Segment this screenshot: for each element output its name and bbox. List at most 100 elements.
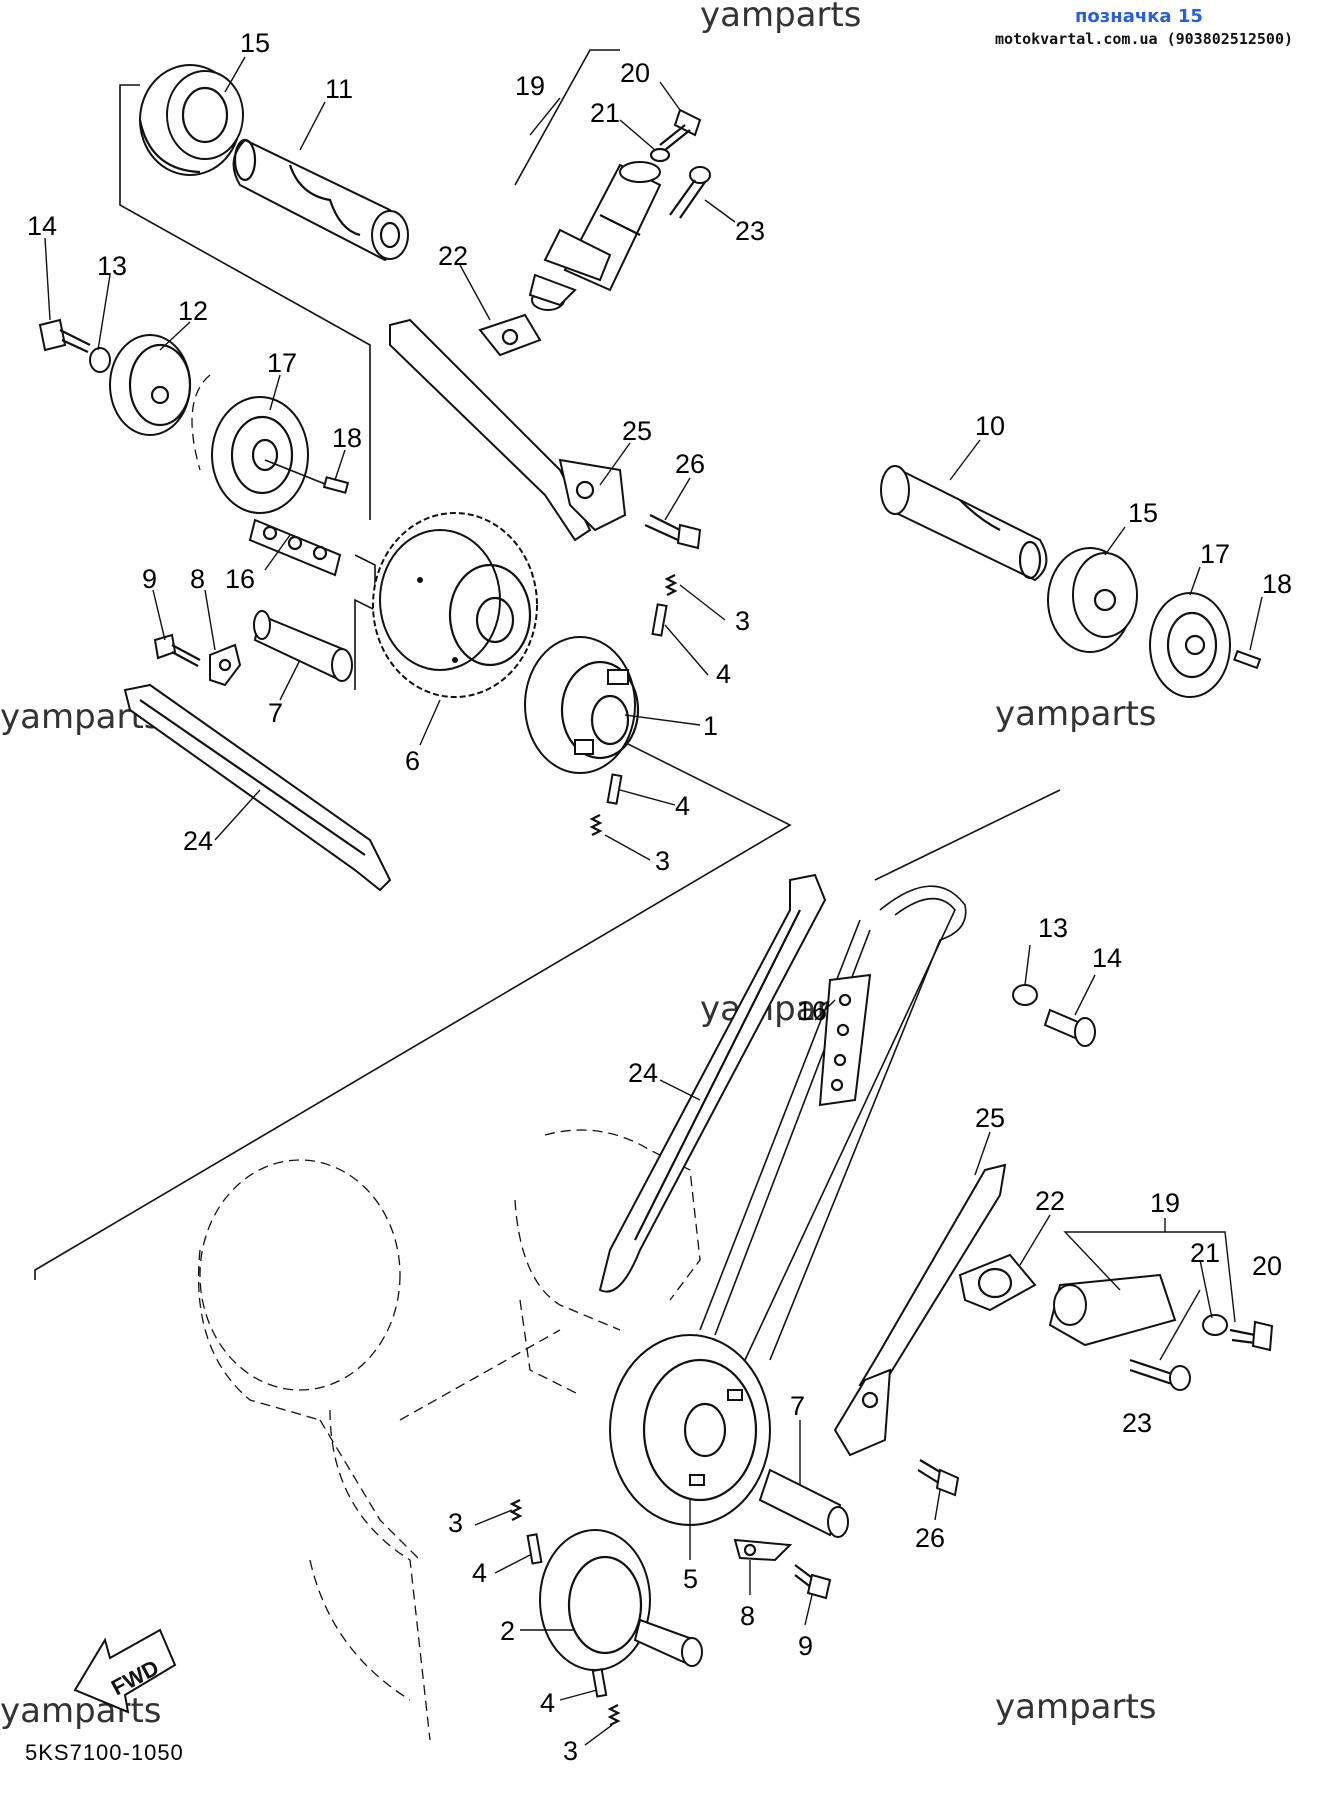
- callout-13: 13: [1038, 913, 1068, 943]
- chain-guide-part-25-top: [389, 318, 627, 542]
- leader-lines: [44, 56, 1263, 1746]
- callout-14: 14: [27, 211, 57, 241]
- spring-part-3-top: [664, 574, 678, 596]
- callout-7: 7: [268, 698, 283, 728]
- callout-16: 16: [225, 564, 255, 594]
- camshaft-part-11: [232, 138, 409, 262]
- washer-part-21-bottom: [1202, 1314, 1228, 1336]
- chain-part-16-top: [248, 518, 342, 577]
- watermark: yamparts: [995, 694, 1157, 734]
- callout-17: 17: [267, 348, 297, 378]
- pin-part-4-bottom-top: [526, 1533, 543, 1565]
- callout-4: 4: [472, 1558, 487, 1588]
- callout-4: 4: [716, 659, 731, 689]
- gear-part-6: [372, 512, 538, 698]
- callout-9: 9: [142, 564, 157, 594]
- callout-13: 13: [97, 251, 127, 281]
- washer-part-21-top: [649, 147, 671, 163]
- callout-11: 11: [325, 74, 353, 104]
- pin-part-18-right: [1233, 649, 1262, 670]
- callout-2: 2: [500, 1616, 515, 1646]
- callout-15: 15: [240, 28, 270, 58]
- callout-14: 14: [1092, 943, 1122, 973]
- gear-part-5: [609, 1334, 771, 1526]
- callout-17: 17: [1200, 539, 1230, 569]
- tensioner-part-19-top: [528, 161, 662, 311]
- chain-guide-part-25-bottom: [833, 1163, 1007, 1457]
- crankcase-outline: [197, 1129, 701, 1741]
- callout-20: 20: [620, 58, 650, 88]
- callout-3: 3: [735, 606, 750, 636]
- callout-15: 15: [1128, 498, 1158, 528]
- bolt-part-9-top: [153, 633, 201, 667]
- spring-part-3-bottom-top: [509, 1499, 523, 1521]
- bearing-part-15: [138, 64, 244, 176]
- plate-part-12: [109, 334, 192, 436]
- callout-23: 23: [1122, 1408, 1152, 1438]
- callout-18: 18: [1262, 569, 1292, 599]
- callout-26: 26: [675, 449, 705, 479]
- sprocket-part-17-top: [191, 374, 341, 514]
- callout-8: 8: [190, 564, 205, 594]
- callout-4: 4: [540, 1688, 555, 1718]
- spring-part-3-mid: [589, 814, 603, 836]
- bolt-part-26-top: [644, 514, 702, 550]
- bolt-part-23-top: [669, 166, 711, 219]
- callout-3: 3: [448, 1508, 463, 1538]
- chain-guide-part-24-bottom: [598, 873, 827, 1293]
- pin-part-4-mid: [606, 773, 623, 805]
- callout-5: 5: [683, 1564, 698, 1594]
- callout-9: 9: [798, 1631, 813, 1661]
- callout-7: 7: [790, 1391, 805, 1421]
- gasket-part-22-top: [478, 313, 542, 357]
- gasket-part-22-bottom: [958, 1253, 1037, 1312]
- callout-23: 23: [735, 216, 765, 246]
- callout-25: 25: [975, 1103, 1005, 1133]
- callout-24: 24: [183, 826, 213, 856]
- bolt-part-9-bottom: [794, 1564, 832, 1600]
- washer-part-13-top: [89, 347, 111, 373]
- callout-18: 18: [332, 423, 362, 453]
- bracket-part-8-bottom: [733, 1538, 793, 1562]
- camshaft-part-10: [880, 465, 1048, 582]
- callout-21: 21: [590, 98, 620, 128]
- diagram-code: 5KS7100-1050: [25, 1740, 184, 1765]
- bearing-part-15-right: [1047, 547, 1138, 653]
- bolt-part-26-bottom: [917, 1459, 960, 1497]
- assembly-boundary-lines: [34, 49, 1061, 1280]
- callout-12: 12: [178, 296, 208, 326]
- bolt-part-14-top: [38, 318, 91, 353]
- bracket-part-8-top: [209, 643, 242, 687]
- sprocket-part-17-right: [1149, 592, 1231, 698]
- pin-part-18-top: [322, 476, 350, 494]
- callout-8: 8: [740, 1601, 755, 1631]
- callouts: 15 11 19 20 21 23 14 13 12 17 18 22 25 2…: [27, 28, 1292, 1766]
- watermark: yamparts: [995, 1687, 1157, 1727]
- callout-22: 22: [438, 241, 468, 271]
- bolt-part-20-bottom: [1229, 1320, 1274, 1352]
- bolt-part-23-bottom: [1129, 1358, 1191, 1391]
- bolt-part-14-bottom: [1043, 1008, 1096, 1047]
- callout-20: 20: [1252, 1251, 1282, 1281]
- callout-1: 1: [703, 711, 718, 741]
- callout-3: 3: [655, 846, 670, 876]
- shaft-part-7-top: [253, 610, 353, 682]
- watermark: yamparts: [700, 0, 862, 35]
- chain-part-16-bottom: [699, 885, 967, 1361]
- callout-6: 6: [405, 746, 420, 776]
- bolt-part-20-top: [659, 108, 702, 151]
- callout-4: 4: [675, 791, 690, 821]
- callout-19: 19: [515, 71, 545, 101]
- callout-21: 21: [1190, 1238, 1220, 1268]
- spring-part-3-bottom-low: [607, 1704, 621, 1726]
- callout-16: 16: [797, 996, 827, 1026]
- chain-guide-part-24-top: [123, 683, 392, 892]
- callout-3: 3: [563, 1736, 578, 1766]
- gear-part-2: [539, 1529, 703, 1671]
- tensioner-part-19-bottom: [1048, 1273, 1177, 1347]
- callout-22: 22: [1035, 1186, 1065, 1216]
- header-title: позначка 15: [1075, 6, 1203, 27]
- callout-25: 25: [622, 416, 652, 446]
- gear-part-1: [524, 636, 640, 774]
